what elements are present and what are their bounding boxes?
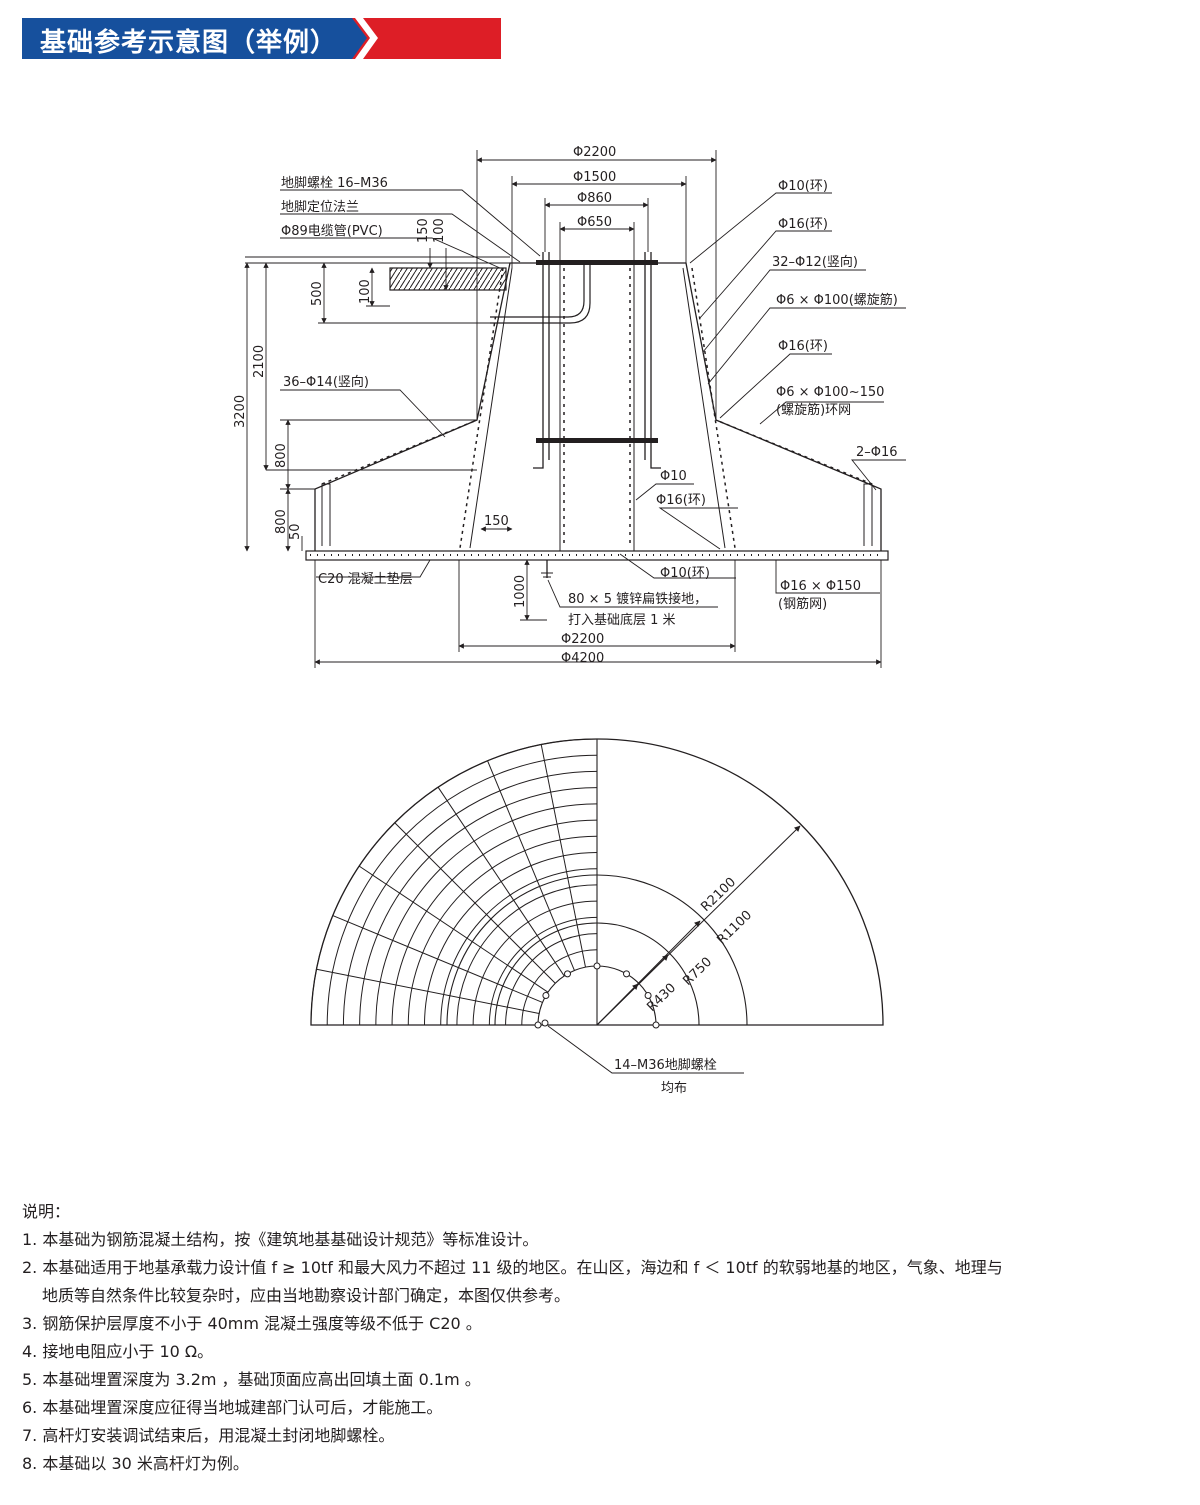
dim-h100-b: 100 [432, 218, 447, 243]
page-title: 基础参考示意图（举例） [40, 28, 338, 58]
mesh-radial [332, 915, 543, 1003]
notes-section: 说明： 1. 本基础为钢筋混凝土结构，按《建筑地基基础设计规范》等标准设计。 2… [22, 1198, 1182, 1478]
section-labels: 地脚螺栓 16–M36 地脚定位法兰 Φ89电缆管(PVC) 36–Φ14(竖向… [233, 145, 898, 666]
bolt-hole [652, 1021, 660, 1029]
dim-h2100: 2100 [252, 345, 267, 378]
leader-lines [280, 189, 906, 608]
dim-d2200-top: Φ2200 [573, 145, 616, 160]
anchor-flange-bottom [536, 438, 658, 443]
dim-d860: Φ860 [577, 191, 612, 206]
dim-h500: 500 [310, 281, 325, 306]
dim-h150-a: 150 [416, 218, 431, 243]
label-bolts: 14–M36地脚螺栓 [614, 1057, 717, 1073]
label-spiral-1: Φ6 × Φ100(螺旋筋) [776, 292, 898, 308]
dim-d1500: Φ1500 [573, 170, 616, 185]
mesh-radial [487, 760, 575, 971]
label-r1100: R1100 [714, 908, 755, 948]
dim-h50: 50 [288, 523, 303, 540]
section-dimensions [244, 150, 882, 668]
dim-d2200-bottom: Φ2200 [561, 632, 604, 647]
label-anchor-flange: 地脚定位法兰 [281, 199, 359, 215]
bolt-hole [564, 970, 571, 978]
label-mesh-a: Φ16 × Φ150 [780, 579, 861, 594]
bolt-hole [541, 1019, 549, 1027]
vertical-bar-left [459, 267, 504, 549]
anchor-flange-top [536, 260, 658, 265]
backfill-block [389, 267, 507, 291]
mesh-radial [437, 786, 565, 977]
dim-h800-upper: 800 [274, 443, 289, 468]
mesh-radial [394, 822, 556, 984]
note-item: 5. 本基础埋置深度为 3.2m ，基础顶面应高出回填土面 0.1m 。 [22, 1370, 481, 1389]
label-bars-2: 2–Φ16 [856, 445, 898, 460]
label-ring-10-bottom: Φ10(环) [660, 566, 710, 581]
mesh-radial [316, 968, 540, 1014]
bolt-hole [644, 992, 652, 999]
plan-view [310, 738, 884, 1074]
note-item: 地质等自然条件比较复杂时，应由当地勘察设计部门确定，本图仅供参考。 [42, 1286, 571, 1305]
bolt-hole [542, 992, 550, 999]
arc-r1100 [446, 874, 748, 1026]
label-vertical-bars-32: 32–Φ12(竖向) [772, 254, 858, 270]
bolt-hole [623, 970, 630, 978]
plan-outline [310, 738, 884, 1026]
label-spiral-2a: Φ6 × Φ100~150 [776, 385, 884, 400]
dim-d4200: Φ4200 [561, 651, 604, 666]
label-ground-strip-1: 80 × 5 镀锌扁铁接地， [568, 591, 707, 607]
label-bolts-2: 均布 [661, 1081, 687, 1096]
arc-r750 [494, 922, 700, 1026]
label-vertical-bars-36: 36–Φ14(竖向) [283, 374, 369, 390]
dim-h3200: 3200 [233, 395, 248, 428]
mesh-radial [540, 744, 586, 968]
label-mesh-b: (钢筋网) [778, 596, 827, 612]
dim-d650: Φ650 [577, 215, 612, 230]
label-cushion: C20 混凝土垫层 [318, 571, 413, 587]
vertical-bar-right [691, 267, 736, 549]
plan-rebar-grid [310, 738, 598, 1026]
bolt-hole [534, 1021, 542, 1029]
dim-h100-a: 100 [358, 279, 373, 304]
label-ring-16-low: Φ16(环) [656, 493, 706, 508]
title-bar: 基础参考示意图（举例） [22, 18, 501, 59]
note-item: 1. 本基础为钢筋混凝土结构，按《建筑地基基础设计规范》等标准设计。 [22, 1230, 539, 1249]
note-item: 3. 钢筋保护层厚度不小于 40mm 混凝土强度等级不低于 C20 。 [22, 1314, 482, 1333]
label-ring-16-top: Φ16(环) [778, 217, 828, 232]
foundation-drawing: 地脚螺栓 16–M36 地脚定位法兰 Φ89电缆管(PVC) 36–Φ14(竖向… [233, 145, 906, 1096]
note-item: 2. 本基础适用于地基承载力设计值 f ≥ 10tf 和最大风力不超过 11 级… [22, 1258, 1003, 1277]
bolt-hole [593, 962, 601, 970]
label-ground-strip-2: 打入基础底层 1 米 [568, 612, 676, 628]
dim-h800-lower: 800 [274, 509, 289, 534]
label-r430: R430 [644, 981, 679, 1015]
notes-heading: 说明： [22, 1202, 71, 1221]
mesh-radial [358, 865, 549, 993]
label-anchor-bolt: 地脚螺栓 16–M36 [281, 175, 388, 191]
label-spiral-2b: (螺旋筋)环网 [776, 402, 851, 418]
label-phi10: Φ10 [660, 469, 687, 484]
note-item: 8. 本基础以 30 米高杆灯为例。 [22, 1454, 249, 1473]
note-item: 4. 接地电阻应小于 10 Ω。 [22, 1342, 214, 1361]
label-r2100: R2100 [698, 875, 739, 915]
dim-w150: 150 [484, 514, 509, 529]
bolt-hole-group [534, 962, 660, 1029]
title-bar-background [22, 18, 501, 59]
label-cable-pipe: Φ89电缆管(PVC) [281, 223, 383, 239]
label-r750: R750 [680, 955, 715, 989]
dim-h1000: 1000 [513, 575, 528, 608]
label-ring-10-top: Φ10(环) [778, 179, 828, 194]
note-item: 7. 高杆灯安装调试结束后，用混凝土封闭地脚螺栓。 [22, 1426, 395, 1445]
plan-labels: R2100 R1100 R750 R430 14–M36地脚螺栓 均布 [614, 875, 755, 1096]
cable-pipe [490, 263, 591, 324]
note-item: 6. 本基础埋置深度应征得当地城建部门认可后，才能施工。 [22, 1398, 443, 1417]
label-ring-16-mid: Φ16(环) [778, 339, 828, 354]
